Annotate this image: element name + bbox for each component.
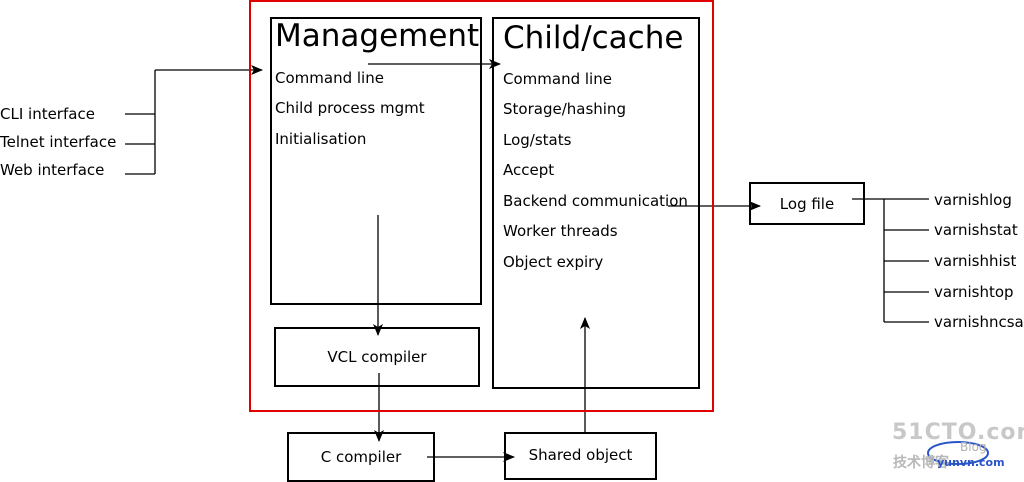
varnish-process-boundary (249, 0, 714, 412)
vcl-compiler-label: VCL compiler (327, 348, 427, 366)
watermark-extra: Blog (960, 440, 987, 454)
management-box (270, 17, 482, 305)
management-item-child-process: Child process mgmt (275, 99, 425, 117)
watermark-url: yunvn.com (937, 456, 1005, 469)
tool-varnishtop: varnishtop (934, 283, 1014, 301)
child-item-command-line: Command line (503, 70, 612, 88)
watermark-swoosh (927, 441, 989, 465)
child-item-storage-hashing: Storage/hashing (503, 100, 626, 118)
interface-telnet: Telnet interface (0, 133, 117, 151)
tool-varnishncsa: varnishncsa (934, 313, 1024, 331)
child-item-accept: Accept (503, 161, 555, 179)
interface-bracket (125, 70, 156, 175)
child-item-object-expiry: Object expiry (503, 253, 604, 271)
vcl-compiler-box (274, 327, 480, 387)
shared-object-box (504, 432, 657, 480)
child-item-worker-threads: Worker threads (503, 222, 618, 240)
management-item-command-line: Command line (275, 69, 384, 87)
child-item-log-stats: Log/stats (503, 131, 572, 149)
c-compiler-label: C compiler (320, 448, 402, 466)
child-cache-box (492, 17, 700, 389)
watermark-line2: 技术博客 (893, 455, 949, 471)
tool-varnishstat: varnishstat (934, 221, 1018, 239)
tool-varnishhist: varnishhist (934, 252, 1017, 270)
c-compiler-box (287, 432, 435, 482)
interface-web: Web interface (0, 161, 105, 179)
shared-object-label: Shared object (528, 446, 633, 464)
management-title: Management (275, 18, 480, 54)
tool-varnishlog: varnishlog (934, 191, 1012, 209)
log-file-box (749, 182, 865, 225)
child-item-backend-communication: Backend communication (503, 192, 688, 210)
log-file-label: Log file (779, 195, 835, 213)
interface-cli: CLI interface (0, 105, 95, 123)
child-cache-title: Child/cache (503, 20, 684, 56)
watermark-site: 51CTO.com (892, 420, 1024, 445)
management-item-initialisation: Initialisation (275, 130, 367, 148)
